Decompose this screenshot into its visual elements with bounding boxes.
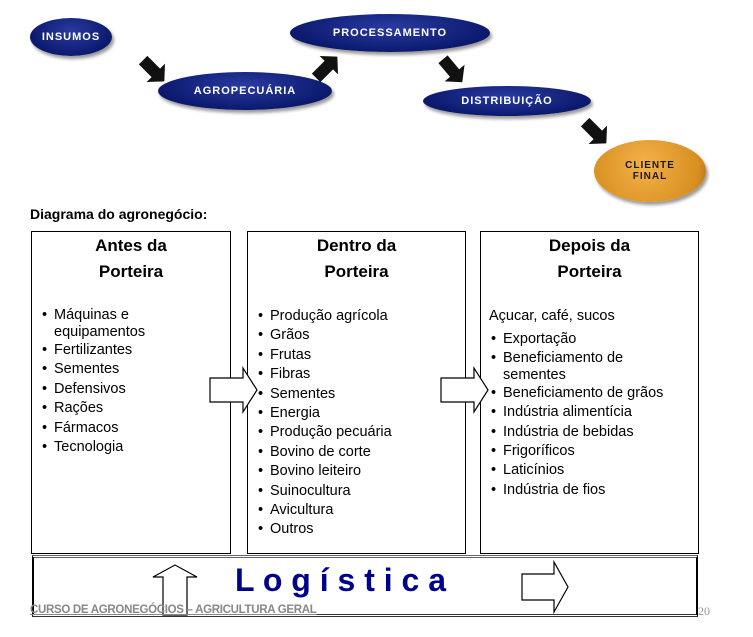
list-item: Frutas <box>256 346 465 366</box>
arrow-right-hollow-icon <box>521 560 569 615</box>
arrow-right-hollow-icon <box>209 365 258 415</box>
list-item: Grãos <box>256 326 465 346</box>
logistics-box <box>32 555 698 617</box>
list-item: Fármacos <box>40 419 230 439</box>
list-item: Indústria alimentícia <box>489 403 698 423</box>
cliente-line1: CLIENTE <box>625 160 675 171</box>
list-item: Sementes <box>40 360 230 380</box>
list-item: Defensivos <box>40 380 230 400</box>
list-item: Indústria de fios <box>489 481 698 501</box>
list-item: Fertilizantes <box>40 341 230 361</box>
list-item: Máquinas e equipamentos <box>40 307 164 341</box>
list-item: Rações <box>40 399 230 419</box>
list-item: Laticínios <box>489 461 698 481</box>
distribuicao-oval: DISTRIBUIÇÃO <box>423 86 591 116</box>
list-item: Beneficiamento de sementes <box>489 350 663 384</box>
cliente-final-oval: CLIENTE FINAL <box>594 140 706 202</box>
list-item: Beneficiamento de grãos <box>489 384 698 404</box>
list-item: Produção pecuária <box>256 423 465 443</box>
list-item: Bovino de corte <box>256 443 465 463</box>
list-item: Energia <box>256 404 465 424</box>
list-item: Produção agrícola <box>256 307 465 327</box>
list-item: Exportação <box>489 330 698 350</box>
arrow-down-right-icon <box>438 55 465 83</box>
processamento-oval: PROCESSAMENTO <box>290 14 490 52</box>
chain-arrows <box>138 55 608 145</box>
page-number: 20 <box>698 604 710 618</box>
arrow-up-hollow-icon <box>152 564 198 616</box>
agropecuaria-oval: AGROPECUÁRIA <box>158 72 332 110</box>
list-item: Fibras <box>256 365 465 385</box>
list-item: Bovino leiteiro <box>256 462 465 482</box>
cliente-line2: FINAL <box>632 171 668 182</box>
arrow-down-right-icon <box>580 117 608 145</box>
list-item: Sementes <box>256 385 465 405</box>
column-list: Produção agrícola Grãos Frutas Fibras Se… <box>256 307 465 540</box>
column-intro: Açucar, café, sucos <box>489 308 615 324</box>
list-item: Outros <box>256 520 465 540</box>
diagram-title: Diagrama do agronegócio: <box>30 206 208 222</box>
arrow-right-hollow-icon <box>440 365 489 415</box>
column-list: Máquinas e equipamentos Fertilizantes Se… <box>40 307 230 458</box>
list-item: Frigoríficos <box>489 442 698 462</box>
list-item: Tecnologia <box>40 438 230 458</box>
footer-course: CURSO DE AGRONEGÓCIOS – AGRICULTURA GERA… <box>30 604 317 616</box>
list-item: Indústria de bebidas <box>489 423 698 443</box>
list-item: Avicultura <box>256 501 465 521</box>
list-item: Suinocultura <box>256 482 465 502</box>
logistics-label: L o g í s t i c a <box>235 562 447 598</box>
arrow-up-right-icon <box>311 55 339 83</box>
arrow-down-right-icon <box>138 55 166 83</box>
column-list: Exportação Beneficiamento de sementes Be… <box>489 330 698 500</box>
insumos-oval: INSUMOS <box>30 18 112 56</box>
